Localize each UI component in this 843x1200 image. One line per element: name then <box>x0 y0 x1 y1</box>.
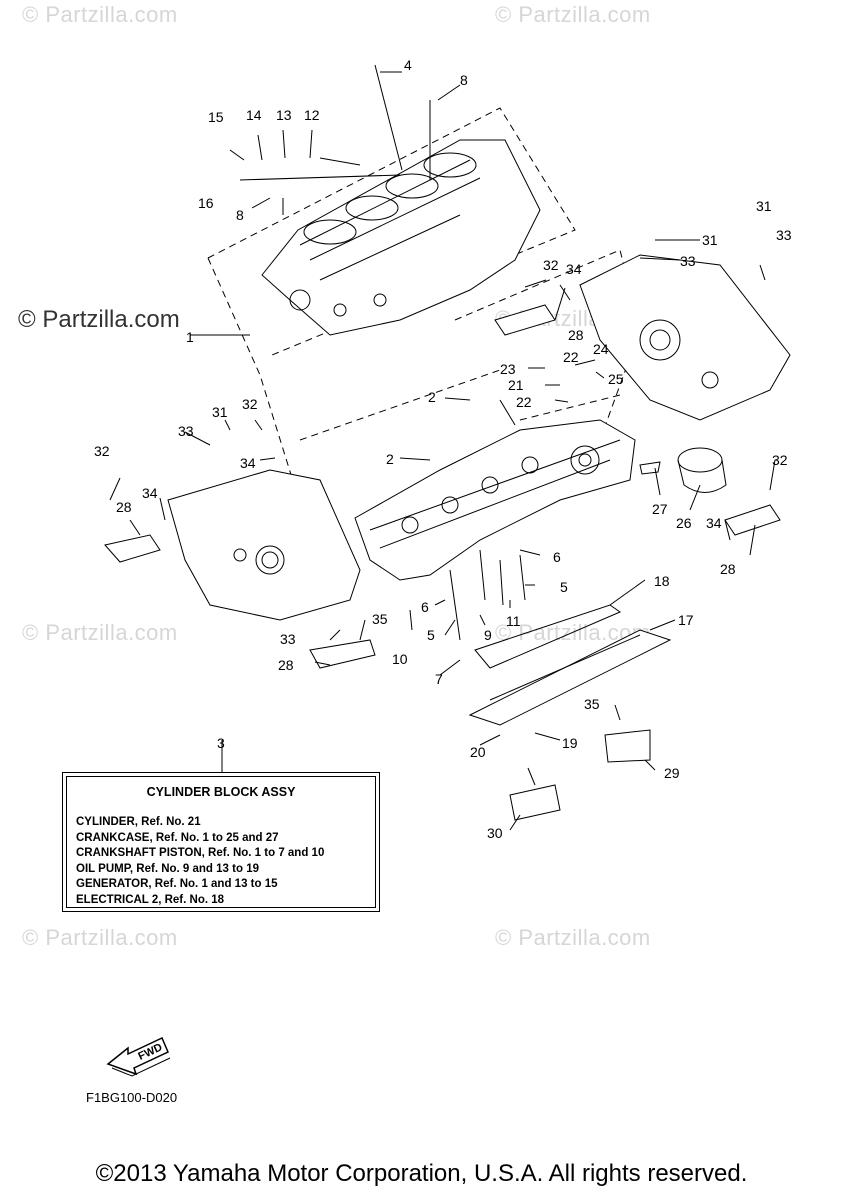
callout-number: 31 <box>702 232 718 248</box>
assy-box-line: ELECTRICAL 2, Ref. No. 18 <box>76 893 225 906</box>
callout-number: 3 <box>217 735 225 751</box>
assy-info-box: CYLINDER BLOCK ASSY CYLINDER, Ref. No. 2… <box>62 772 380 912</box>
assy-box-line: OIL PUMP, Ref. No. 9 and 13 to 19 <box>76 862 259 875</box>
callout-number: 33 <box>776 227 792 243</box>
callout-number: 4 <box>404 57 412 73</box>
callout-number: 25 <box>608 371 624 387</box>
callout-number: 20 <box>470 744 486 760</box>
callout-number: 30 <box>487 825 503 841</box>
callout-number: 28 <box>568 327 584 343</box>
mount-part <box>104 304 781 821</box>
callout-number: 5 <box>560 579 568 595</box>
watermark: © Partzilla.com <box>495 925 651 950</box>
callout-number: 2 <box>428 389 436 405</box>
callout-number: 31 <box>212 404 228 420</box>
callout-number: 6 <box>553 549 561 565</box>
diagram-code: F1BG100-D020 <box>86 1090 178 1105</box>
callout-number: 1 <box>186 329 194 345</box>
cylinder-block-part <box>261 139 541 336</box>
callout-number: 5 <box>427 627 435 643</box>
bolt-part <box>374 64 526 641</box>
callout-number: 28 <box>720 561 736 577</box>
callout-number: 15 <box>208 109 224 125</box>
copyright-notice: ©2013 Yamaha Motor Corporation, U.S.A. A… <box>95 1160 748 1187</box>
callout-number: 34 <box>142 485 158 501</box>
callout-number: 19 <box>562 735 578 751</box>
callout-number: 12 <box>304 107 320 123</box>
callout-number: 28 <box>278 657 294 673</box>
callout-number: 33 <box>178 423 194 439</box>
callout-number: 33 <box>280 631 296 647</box>
watermark: © Partzilla.com <box>22 620 178 645</box>
oil-filter-part <box>639 447 727 493</box>
assy-info-box-inner: CYLINDER BLOCK ASSY CYLINDER, Ref. No. 2… <box>66 776 376 908</box>
callout-number: 21 <box>508 377 524 393</box>
watermark: © Partzilla.com <box>22 2 178 27</box>
watermark: © Partzilla.com <box>495 2 651 27</box>
watermark: © Partzilla.com <box>22 925 178 950</box>
callout-number: 35 <box>584 696 600 712</box>
callout-number: 35 <box>372 611 388 627</box>
callout-number: 24 <box>593 341 609 357</box>
callout-number: 27 <box>652 501 668 517</box>
callout-number: 33 <box>680 253 696 269</box>
callout-number: 32 <box>543 257 559 273</box>
right-cover-part <box>579 254 791 421</box>
callout-number: 2 <box>386 451 394 467</box>
callout-number: 13 <box>276 107 292 123</box>
callout-number: 17 <box>678 612 694 628</box>
callout-number: 8 <box>236 207 244 223</box>
callout-number: 34 <box>240 455 256 471</box>
crankcase-part <box>354 419 636 581</box>
callout-number: 10 <box>392 651 408 667</box>
callout-number: 34 <box>706 515 722 531</box>
assy-box-line: CRANKCASE, Ref. No. 1 to 25 and 27 <box>76 831 279 844</box>
assy-box-title: CYLINDER BLOCK ASSY <box>146 785 296 799</box>
assy-box-lines: CYLINDER, Ref. No. 21 CRANKCASE, Ref. No… <box>76 815 324 908</box>
assy-box-line: CRANKSHAFT PISTON, Ref. No. 1 to 7 and 1… <box>76 847 325 859</box>
callout-number: 7 <box>435 671 443 687</box>
callout-number: 29 <box>664 765 680 781</box>
callout-number: 23 <box>500 361 516 377</box>
callout-number: 6 <box>421 599 429 615</box>
callout-number: 9 <box>484 627 492 643</box>
callout-number: 26 <box>676 515 692 531</box>
oil-pan-part <box>468 604 672 726</box>
watermark: © Partzilla.com <box>18 306 180 333</box>
callout-number: 31 <box>756 198 772 214</box>
callout-number: 34 <box>566 261 582 277</box>
callout-number: 32 <box>94 443 110 459</box>
callout-number: 28 <box>116 499 132 515</box>
assy-box-line: CYLINDER, Ref. No. 21 <box>76 816 201 828</box>
callout-number: 8 <box>460 72 468 88</box>
generator-cover-part <box>167 469 361 621</box>
callout-number: 22 <box>563 349 579 365</box>
callout-number: 14 <box>246 107 262 123</box>
callout-number: 22 <box>516 394 532 410</box>
callout-number: 18 <box>654 573 670 589</box>
callout-number: 32 <box>772 452 788 468</box>
assy-box-line: GENERATOR, Ref. No. 1 and 13 to 15 <box>76 878 278 890</box>
forward-arrow-icon: FWD <box>106 1036 171 1077</box>
callout-number: 32 <box>242 396 258 412</box>
leader-line <box>109 71 776 831</box>
callout-number: 11 <box>506 613 521 629</box>
callout-number: 16 <box>198 195 214 211</box>
